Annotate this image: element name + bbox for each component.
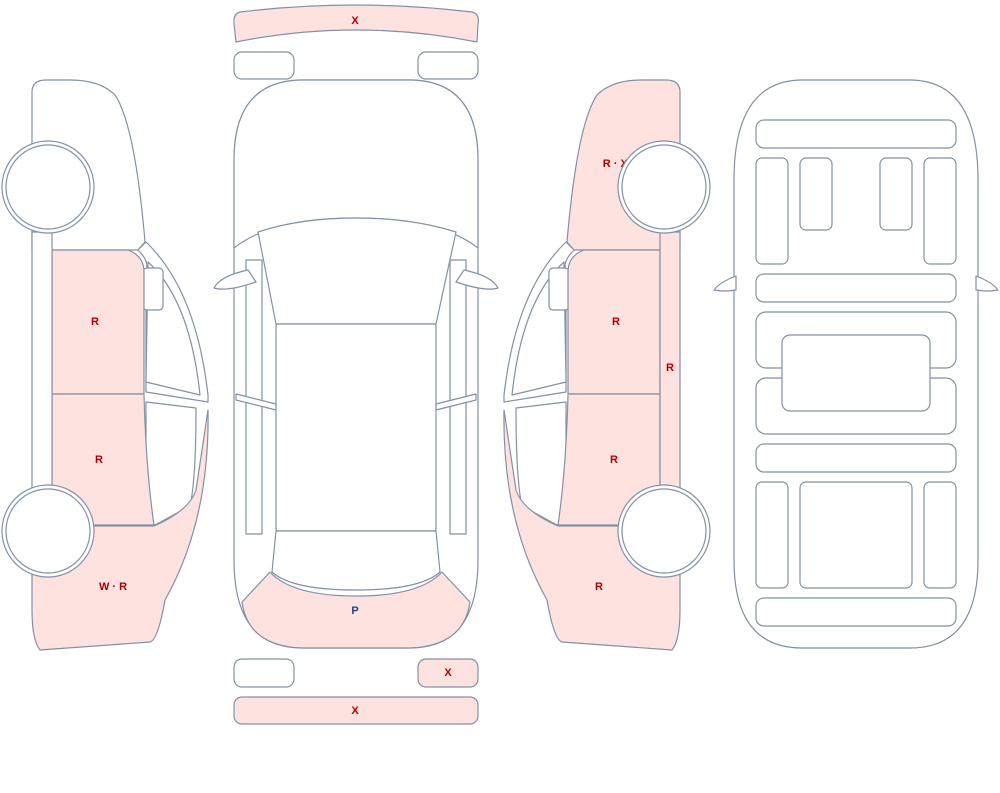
right-door-line (449, 259, 467, 535)
left-rear-door-code: R (95, 454, 103, 466)
left-door-line (245, 259, 263, 535)
left-mirror-top[interactable] (213, 269, 257, 290)
right-front-door[interactable] (567, 249, 661, 395)
rear-window (271, 530, 441, 591)
front-right-headlamp[interactable] (417, 51, 479, 80)
rear-left-lamp[interactable] (233, 658, 295, 688)
dashboard[interactable] (755, 119, 957, 149)
rear-bumper[interactable] (233, 696, 479, 725)
front-bumper[interactable] (233, 4, 479, 43)
driver-seat[interactable] (799, 157, 833, 231)
rear-shelf[interactable] (755, 443, 957, 473)
left-rear-trim[interactable] (755, 481, 789, 589)
right-mirror[interactable] (548, 267, 570, 311)
front-console[interactable] (755, 273, 957, 303)
passenger-seat[interactable] (879, 157, 913, 231)
right-rear-trim[interactable] (923, 481, 957, 589)
center-armrest[interactable] (781, 334, 931, 412)
trunk-lid[interactable] (241, 571, 471, 649)
right-rear-wheel-rim (621, 488, 707, 574)
left-rear-fender[interactable] (31, 409, 209, 651)
top-view: P (213, 79, 499, 649)
right-front-door-panel[interactable] (923, 157, 957, 265)
right-front-door-code: R (612, 316, 620, 328)
right-mirror-top[interactable] (455, 269, 499, 290)
left-rear-door[interactable] (51, 393, 155, 526)
right-rear-door[interactable] (557, 393, 661, 526)
interior-view (713, 79, 999, 649)
left-rear-fender-code: W · R (99, 581, 127, 593)
rear-panel[interactable] (755, 597, 957, 627)
left-rear-wheel-rim (5, 488, 91, 574)
left-b-pillar-top (235, 393, 277, 411)
rear-bumper-code: X (351, 705, 359, 717)
left-mirror[interactable] (142, 267, 164, 311)
left-front-door-panel[interactable] (755, 157, 789, 265)
right-side-view: R · XX R R R R (503, 79, 711, 651)
interior-right-mirror (975, 275, 999, 292)
right-rear-fender-code: R (595, 581, 603, 593)
right-sill-code: R (666, 362, 674, 374)
rear-right-lamp-code: X (444, 667, 452, 679)
right-b-pillar-top (435, 393, 477, 411)
left-front-wheel-rim (5, 144, 91, 230)
interior-left-mirror (713, 275, 737, 292)
left-front-door-code: R (91, 316, 99, 328)
cargo-floor[interactable] (799, 481, 913, 589)
right-rear-fender[interactable] (503, 409, 681, 651)
roof[interactable] (275, 323, 437, 532)
windshield (257, 217, 457, 325)
front-bumper-code: X (351, 15, 359, 27)
right-front-wheel-rim (621, 144, 707, 230)
front-left-headlamp[interactable] (233, 51, 295, 80)
trunk-lid-code: P (351, 605, 358, 617)
left-side-view: R R W · R (1, 79, 209, 651)
left-front-door[interactable] (51, 249, 145, 395)
right-rear-door-code: R (610, 454, 618, 466)
rear-right-lamp[interactable] (417, 658, 479, 688)
